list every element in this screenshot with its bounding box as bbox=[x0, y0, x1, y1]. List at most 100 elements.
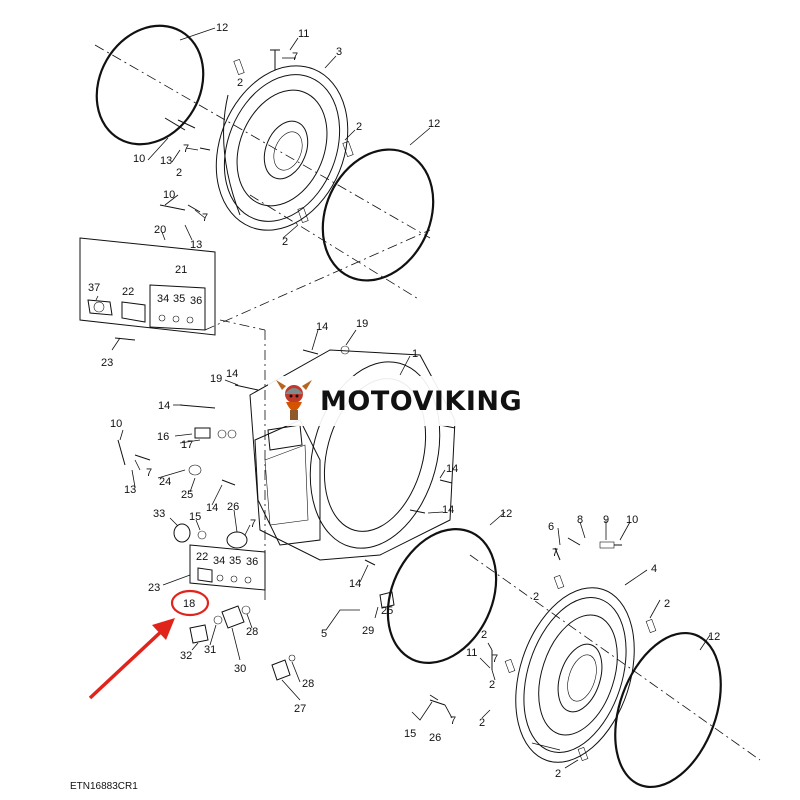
callout-29: 29 bbox=[362, 625, 374, 637]
housing-hardware bbox=[117, 345, 456, 566]
callout-2: 2 bbox=[555, 768, 561, 780]
callout-37: 37 bbox=[88, 282, 100, 294]
callout-3: 3 bbox=[336, 46, 342, 58]
callout-23: 23 bbox=[148, 582, 160, 594]
callout-2: 2 bbox=[237, 77, 243, 89]
callout-11: 11 bbox=[298, 28, 309, 40]
callout-28: 28 bbox=[246, 626, 258, 638]
callout-12: 12 bbox=[216, 22, 228, 34]
sensor-kit-box-lower bbox=[189, 544, 266, 591]
callout-22: 22 bbox=[196, 551, 208, 563]
callout-7: 7 bbox=[450, 715, 456, 727]
callout-13: 13 bbox=[190, 239, 202, 251]
callout-14: 14 bbox=[226, 368, 238, 380]
callout-27: 27 bbox=[294, 703, 306, 715]
lower-left-parts bbox=[189, 591, 395, 681]
o-ring-12-lower-middle bbox=[386, 528, 498, 664]
callout-15: 15 bbox=[404, 728, 416, 740]
callout-10: 10 bbox=[133, 153, 145, 165]
leader-lines bbox=[95, 27, 711, 769]
callout-2: 2 bbox=[481, 629, 487, 641]
callout-7: 7 bbox=[183, 143, 189, 155]
callout-23: 23 bbox=[101, 357, 113, 369]
callout-2: 2 bbox=[176, 167, 182, 179]
sensor-kit-box-20 bbox=[79, 237, 216, 341]
callout-17: 17 bbox=[181, 439, 193, 451]
callout-5: 5 bbox=[321, 628, 327, 640]
callout-10: 10 bbox=[163, 189, 175, 201]
callout-2: 2 bbox=[489, 679, 495, 691]
callout-9: 9 bbox=[603, 514, 609, 526]
callout-7: 7 bbox=[292, 51, 298, 63]
callout-35: 35 bbox=[229, 555, 241, 567]
bottom-cover-group bbox=[386, 528, 761, 789]
drawing-code: ETN16883CR1 bbox=[70, 781, 138, 792]
callout-36: 36 bbox=[190, 295, 202, 307]
callout-16: 16 bbox=[157, 431, 169, 443]
callout-14: 14 bbox=[316, 321, 328, 333]
callout-31: 31 bbox=[204, 644, 216, 656]
o-ring-12-top-right bbox=[321, 148, 435, 282]
callout-36: 36 bbox=[246, 556, 258, 568]
callout-25: 25 bbox=[181, 489, 193, 501]
callout-25: 25 bbox=[381, 605, 393, 617]
callout-22: 22 bbox=[122, 286, 134, 298]
watermark-text: MOTOVIKING bbox=[320, 385, 523, 417]
highlight-arrow bbox=[88, 626, 167, 700]
callout-10: 10 bbox=[110, 418, 122, 430]
highlight-annotation bbox=[88, 589, 210, 700]
callout-2: 2 bbox=[479, 717, 485, 729]
callout-7: 7 bbox=[202, 212, 208, 224]
callout-8: 8 bbox=[577, 514, 583, 526]
callout-18: 18 bbox=[183, 598, 195, 610]
callout-2: 2 bbox=[282, 236, 288, 248]
o-ring-12-top-left bbox=[95, 24, 205, 146]
callout-32: 32 bbox=[180, 650, 192, 662]
watermark-banner: MOTOVIKING bbox=[268, 376, 536, 426]
cover-4 bbox=[515, 587, 635, 763]
callout-12: 12 bbox=[708, 631, 720, 643]
callout-7: 7 bbox=[146, 467, 152, 479]
callout-2: 2 bbox=[533, 591, 539, 603]
callout-33: 33 bbox=[153, 508, 165, 520]
callout-7: 7 bbox=[492, 653, 498, 665]
callout-15: 15 bbox=[189, 511, 201, 523]
callout-30: 30 bbox=[234, 663, 246, 675]
o-ring-12-lower-right bbox=[614, 631, 722, 789]
callout-19: 19 bbox=[356, 318, 368, 330]
callout-19: 19 bbox=[210, 373, 222, 385]
callout-14: 14 bbox=[349, 578, 361, 590]
callout-labels: 12 11 7 3 2 2 12 10 13 7 2 10 7 13 2 20 … bbox=[88, 22, 720, 780]
callout-1: 1 bbox=[412, 348, 418, 360]
highlight-circle-18 bbox=[170, 589, 210, 617]
cover-3 bbox=[215, 65, 349, 231]
callout-14: 14 bbox=[158, 400, 170, 412]
callout-20: 20 bbox=[154, 224, 166, 236]
callout-14: 14 bbox=[446, 463, 458, 475]
callout-26: 26 bbox=[429, 732, 441, 744]
callout-35: 35 bbox=[173, 293, 185, 305]
callout-2: 2 bbox=[664, 598, 670, 610]
callout-7: 7 bbox=[552, 547, 558, 559]
callout-11: 11 bbox=[466, 647, 477, 659]
top-cover-group bbox=[94, 24, 435, 301]
callout-34: 34 bbox=[213, 555, 225, 567]
callout-14: 14 bbox=[206, 502, 218, 514]
callout-13: 13 bbox=[160, 155, 172, 167]
callout-28: 28 bbox=[302, 678, 314, 690]
callout-10: 10 bbox=[626, 514, 638, 526]
callout-34: 34 bbox=[157, 293, 169, 305]
callout-4: 4 bbox=[651, 563, 657, 575]
callout-12: 12 bbox=[428, 118, 440, 130]
callout-26: 26 bbox=[227, 501, 239, 513]
callout-14: 14 bbox=[442, 504, 454, 516]
callout-12: 12 bbox=[500, 508, 512, 520]
callout-6: 6 bbox=[548, 521, 554, 533]
viking-logo-icon bbox=[276, 380, 312, 420]
callout-21: 21 bbox=[175, 264, 187, 276]
callout-7: 7 bbox=[250, 518, 256, 530]
callout-24: 24 bbox=[159, 476, 171, 488]
callout-2: 2 bbox=[356, 121, 362, 133]
callout-13: 13 bbox=[124, 484, 136, 496]
